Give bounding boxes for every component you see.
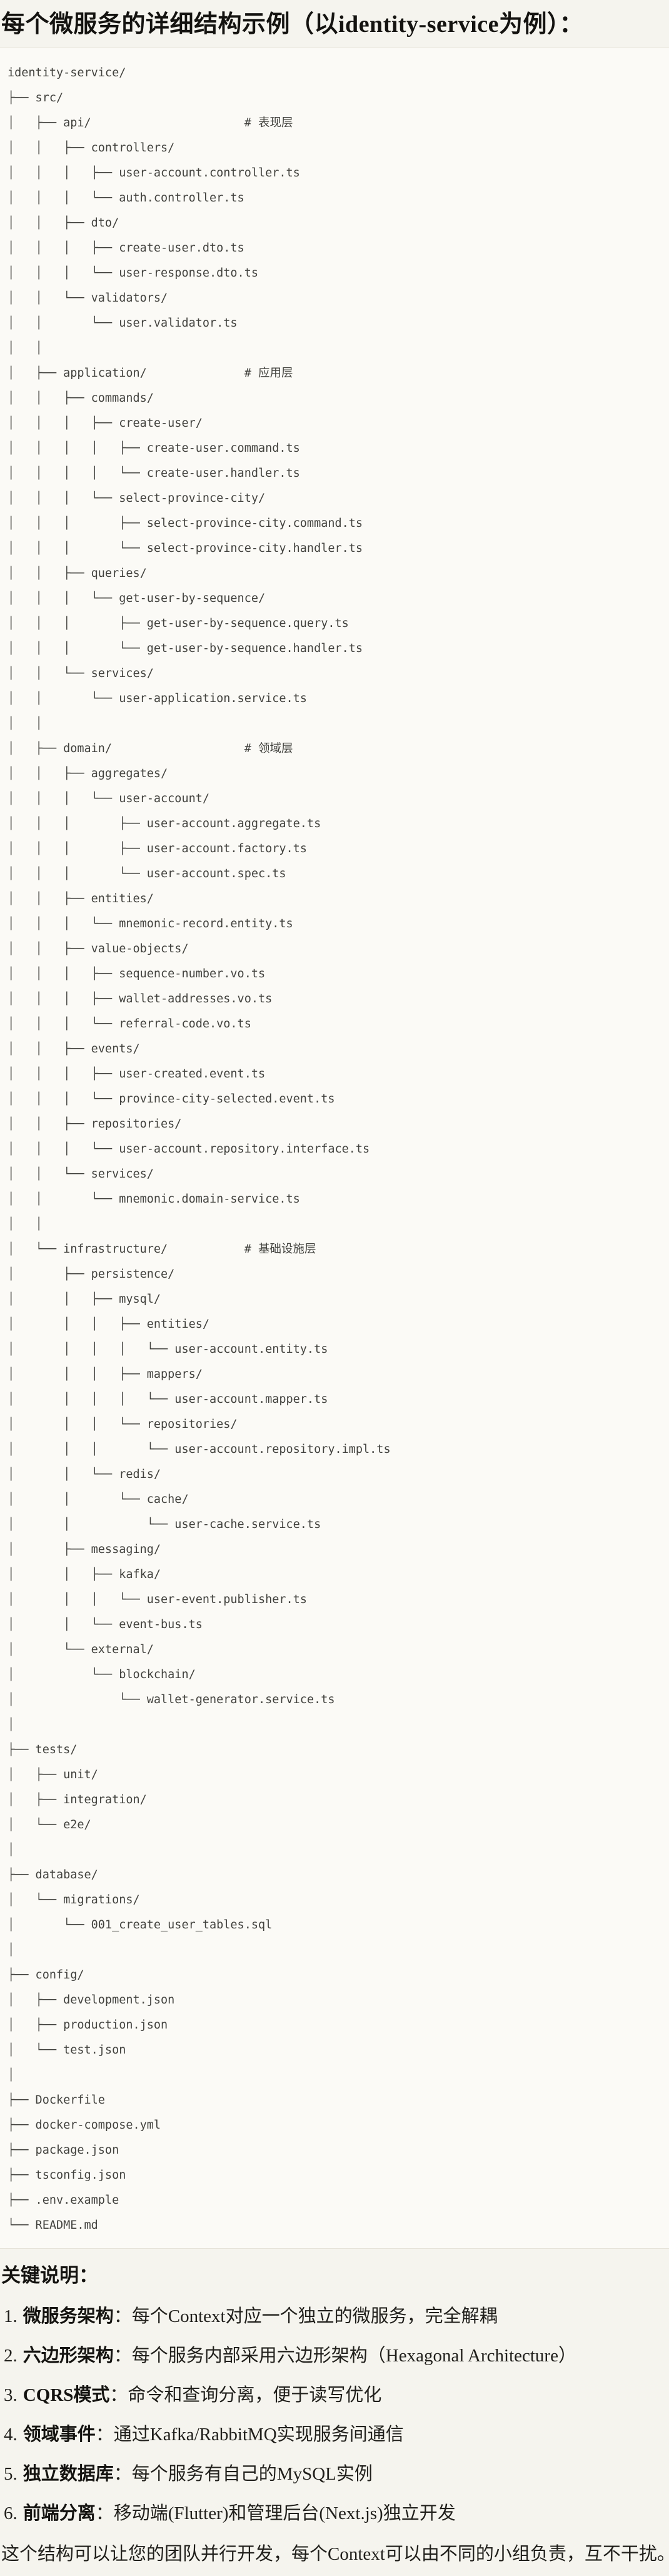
note-number: 2. [4,2346,18,2366]
note-number: 5. [4,2464,18,2484]
note-text: 每个服务内部采用六边形架构（Hexagonal Architecture） [131,2346,576,2366]
note-number: 6. [4,2503,18,2523]
note-item: 2.六边形架构：每个服务内部采用六边形架构（Hexagonal Architec… [4,2344,665,2367]
note-colon: ： [113,2464,132,2484]
note-colon: ： [95,2425,114,2445]
note-number: 3. [4,2385,18,2405]
note-number: 4. [4,2425,18,2445]
note-colon: ： [113,2346,132,2366]
note-number: 1. [4,2306,18,2326]
note-item: 5.独立数据库：每个服务有自己的MySQL实例 [4,2463,665,2485]
note-text: 每个Context对应一个独立的微服务，完全解耦 [131,2306,498,2326]
note-label: 独立数据库 [23,2464,114,2484]
key-notes-section: 关键说明： 1.微服务架构：每个Context对应一个独立的微服务，完全解耦 2… [0,2263,669,2570]
note-text: 移动端(Flutter)和管理后台(Next.js)独立开发 [113,2503,456,2523]
note-label: 六边形架构 [23,2346,114,2366]
note-colon: ： [113,2306,132,2326]
note-text: 命令和查询分离，便于读写优化 [128,2385,382,2405]
note-item: 1.微服务架构：每个Context对应一个独立的微服务，完全解耦 [4,2305,665,2328]
directory-tree-text: identity-service/ ├── src/ │ ├── api/ # … [8,66,391,2232]
directory-tree-code-block: identity-service/ ├── src/ │ ├── api/ # … [0,48,669,2249]
document: 每个微服务的详细结构示例（以identity-service为例）： ident… [0,9,669,2570]
note-label: 微服务架构 [23,2306,114,2326]
note-label: CQRS模式 [23,2385,110,2405]
page-title: 每个微服务的详细结构示例（以identity-service为例）： [1,11,584,38]
closing-paragraph: 这个结构可以让您的团队并行开发，每个Context可以由不同的小组负责，互不干扰… [1,2544,665,2564]
note-text: 每个服务有自己的MySQL实例 [131,2464,373,2484]
note-colon: ： [95,2503,114,2523]
note-label: 前端分离 [23,2503,96,2523]
note-text: 通过Kafka/RabbitMQ实现服务间通信 [113,2425,404,2445]
note-colon: ： [109,2385,128,2405]
note-item: 6.前端分离：移动端(Flutter)和管理后台(Next.js)独立开发 [4,2502,665,2525]
note-item: 4.领域事件：通过Kafka/RabbitMQ实现服务间通信 [4,2423,665,2446]
notes-heading: 关键说明： [1,2264,98,2286]
note-label: 领域事件 [23,2425,96,2445]
note-item: 3.CQRS模式：命令和查询分离，便于读写优化 [4,2384,665,2406]
